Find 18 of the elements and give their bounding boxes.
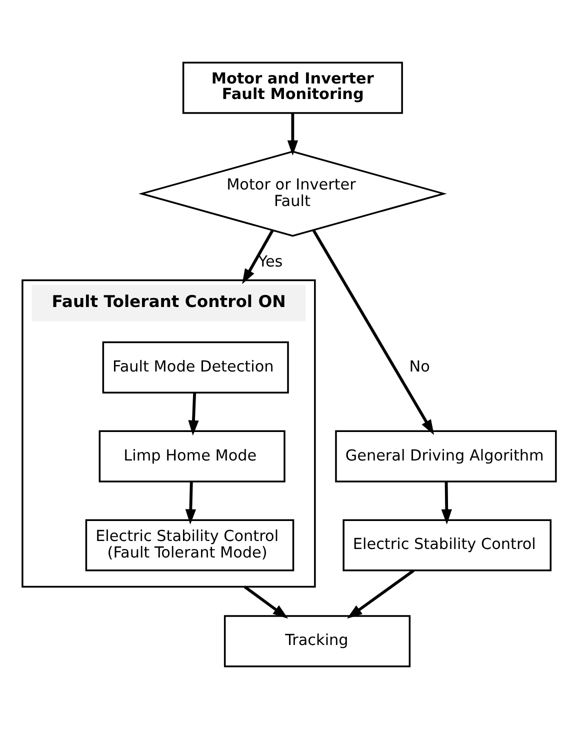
arrow [347, 569, 415, 619]
node-box: Tracking [224, 615, 411, 668]
arrow [188, 392, 199, 436]
node-box: Motor and Inverter Fault Monitoring [182, 62, 403, 114]
node-box: General Driving Algorithm [335, 430, 557, 482]
arrow [287, 113, 298, 156]
arrow [312, 230, 434, 435]
arrow [185, 482, 196, 525]
node-box: Fault Mode Detection [102, 341, 289, 394]
edge-label: No [409, 357, 430, 376]
node-box: Limp Home Mode [98, 430, 286, 482]
arrow [244, 586, 288, 619]
arrow [242, 230, 274, 284]
node-diamond: Motor or Inverter Fault [138, 150, 447, 237]
node-box: Electric Stability Control [342, 519, 552, 572]
edge-label: Yes [258, 252, 283, 271]
node-box: Electric Stability Control (Fault Tolerant Mode) [85, 519, 294, 572]
arrow [441, 482, 452, 525]
